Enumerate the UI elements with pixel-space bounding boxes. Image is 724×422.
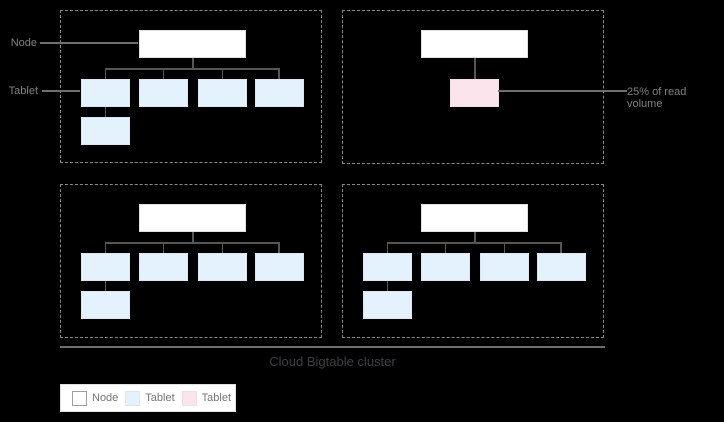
tablet-callout-label: Tablet	[8, 85, 38, 97]
tablet-box	[480, 253, 529, 281]
legend-item: Node	[72, 390, 119, 406]
connector-line	[445, 244, 446, 253]
connector-line	[105, 242, 280, 244]
tablet-box	[537, 253, 586, 281]
cluster-bracket-line	[60, 346, 605, 348]
node-swatch	[72, 390, 87, 406]
connector-line	[278, 70, 280, 79]
node-box	[139, 30, 246, 58]
connector-line	[192, 58, 194, 68]
node-group-top-left	[60, 10, 322, 163]
hot-tablet-box	[450, 79, 499, 107]
node-box	[139, 204, 246, 232]
read-volume-callout-line	[498, 90, 627, 92]
legend-label: Tablet	[145, 392, 175, 404]
legend-label: Tablet	[201, 392, 232, 404]
connector-line	[474, 58, 476, 79]
legend: Node Tablet Tablet	[60, 384, 236, 412]
tablet-box	[198, 253, 247, 281]
connector-line	[278, 244, 280, 253]
tablet-box	[81, 117, 130, 145]
connector-line	[222, 244, 223, 253]
connector-line	[105, 244, 106, 253]
connector-line	[222, 70, 223, 79]
node-box	[421, 204, 528, 232]
tablet-swatch	[125, 390, 141, 406]
connector-line	[163, 70, 164, 79]
legend-label: Node	[92, 392, 119, 404]
tablet-box	[139, 79, 188, 107]
tablet-box	[198, 79, 247, 107]
read-volume-callout-label: 25% of read volume	[627, 86, 687, 110]
tablet-swatch	[181, 390, 197, 406]
connector-line	[163, 244, 164, 253]
node-group-top-right	[342, 10, 604, 164]
tablet-box	[363, 291, 412, 319]
legend-item: Tablet	[125, 390, 175, 406]
connector-line	[387, 281, 388, 291]
connector-line	[105, 70, 106, 79]
node-group-bottom-right	[342, 184, 604, 338]
node-box	[421, 30, 528, 58]
connector-line	[474, 232, 476, 242]
tablet-box	[81, 291, 130, 319]
node-callout-label: Node	[10, 37, 37, 49]
connector-line	[192, 232, 194, 242]
connector-line	[105, 68, 280, 70]
tablet-callout-line	[42, 90, 80, 92]
connector-line	[105, 107, 106, 117]
tablet-box	[81, 253, 130, 281]
tablet-box	[255, 79, 304, 107]
tablet-box	[363, 253, 412, 281]
connector-line	[387, 242, 562, 244]
connector-line	[504, 244, 505, 253]
tablet-box	[421, 253, 470, 281]
cluster-title: Cloud Bigtable cluster	[269, 354, 396, 369]
node-group-bottom-left	[60, 184, 322, 338]
legend-item: Tablet	[181, 390, 232, 406]
connector-line	[560, 244, 562, 253]
tablet-box	[139, 253, 188, 281]
tablet-box	[255, 253, 304, 281]
node-callout-line	[40, 42, 138, 44]
tablet-box	[81, 79, 130, 107]
connector-line	[387, 244, 388, 253]
connector-line	[105, 281, 106, 291]
